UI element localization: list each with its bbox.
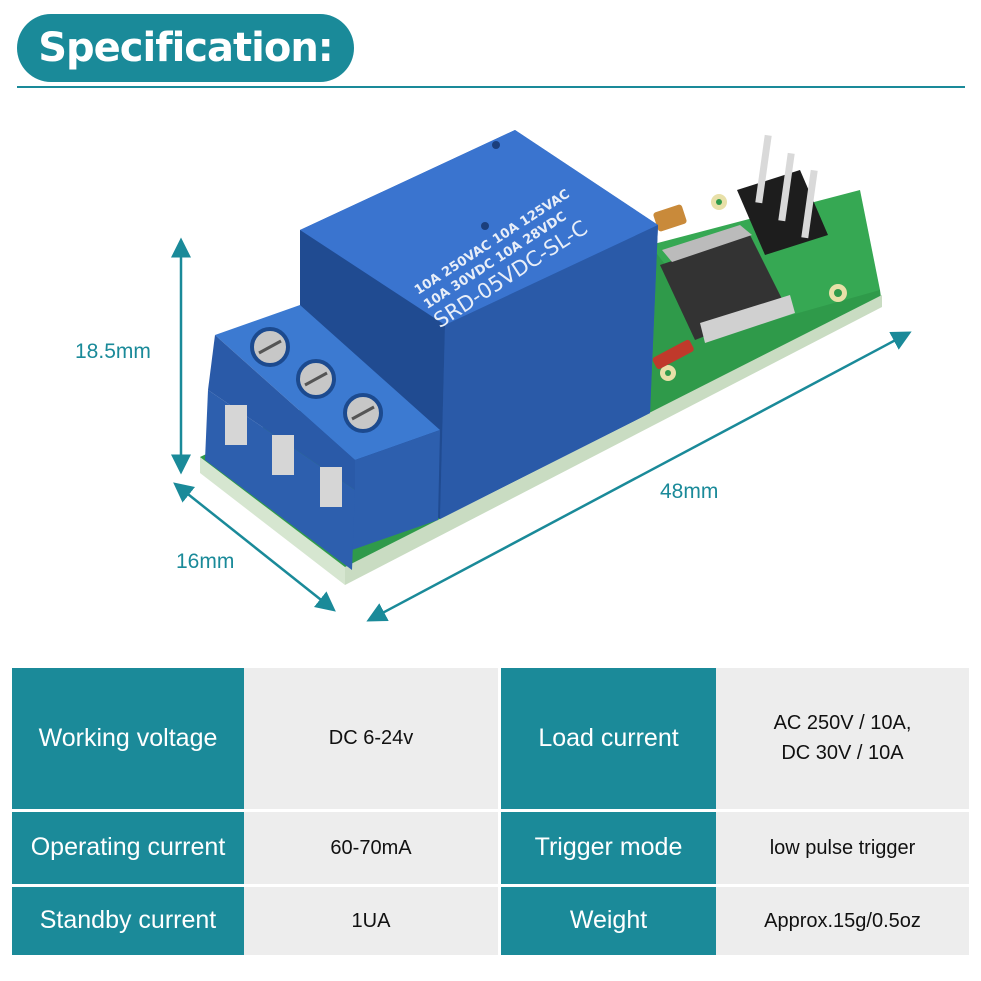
- spec-value-line: AC 250V / 10A,: [773, 712, 912, 735]
- wire-clamp: [272, 435, 294, 475]
- width-dimension-label: 16mm: [176, 550, 235, 573]
- spec-value: DC 6-24v: [244, 668, 498, 812]
- spec-table: Working voltage DC 6-24v Load current AC…: [12, 668, 969, 955]
- header-divider: [17, 86, 965, 88]
- spec-label: Load current: [498, 668, 716, 812]
- table-row: Standby current 1UA Weight Approx.15g/0.…: [12, 886, 969, 955]
- table-row: Operating current 60-70mA Trigger mode l…: [12, 811, 969, 887]
- wire-clamp: [225, 405, 247, 445]
- length-dimension-arrow: [366, 331, 912, 622]
- spec-value: 60-70mA: [244, 811, 498, 887]
- height-dimension-label: 18.5mm: [75, 340, 151, 363]
- spec-value: AC 250V / 10A, DC 30V / 10A: [716, 668, 969, 812]
- terminal-block: [205, 305, 440, 570]
- spec-label: Operating current: [12, 811, 244, 887]
- spec-label: Trigger mode: [498, 811, 716, 887]
- diode: [652, 339, 694, 369]
- length-dimension-label: 48mm: [660, 480, 719, 503]
- relay-module-image: 10A 250VAC 10A 125VAC 10A 30VDC 10A 28VD…: [171, 130, 912, 622]
- width-dimension-arrow: [173, 482, 336, 612]
- spec-label: Working voltage: [12, 668, 244, 812]
- spec-label: Weight: [498, 886, 716, 955]
- spec-label: Standby current: [12, 886, 244, 955]
- spec-value-line: DC 30V / 10A: [781, 742, 904, 765]
- spec-value: 1UA: [244, 886, 498, 955]
- section-header: Specification:: [17, 14, 354, 82]
- transistor-chip: [660, 225, 795, 343]
- spec-value: Approx.15g/0.5oz: [716, 886, 969, 955]
- table-row: Working voltage DC 6-24v Load current AC…: [12, 668, 969, 812]
- wire-clamp: [320, 467, 342, 507]
- page-title: Specification:: [38, 25, 334, 71]
- capacitor: [653, 204, 687, 232]
- spec-value: low pulse trigger: [716, 811, 969, 887]
- header-pins: [737, 134, 828, 255]
- product-illustration: 10A 250VAC 10A 125VAC 10A 30VDC 10A 28VD…: [0, 95, 981, 640]
